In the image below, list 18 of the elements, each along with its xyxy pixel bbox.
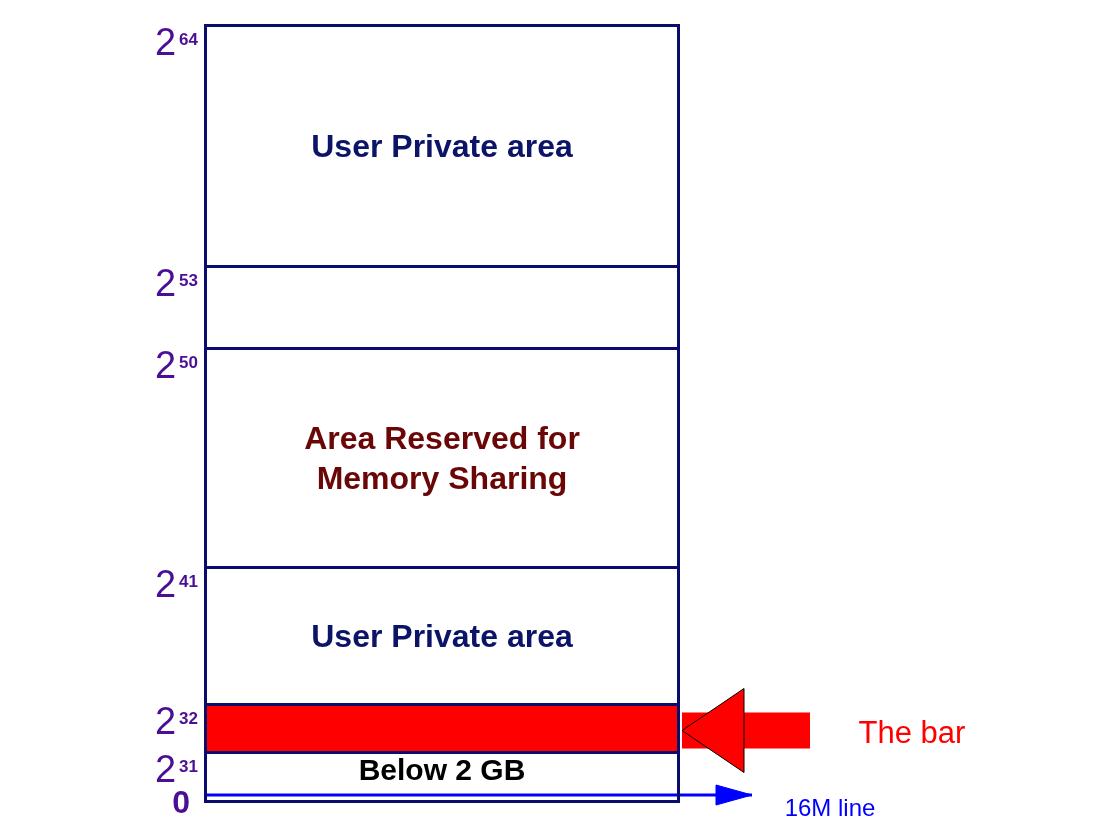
address-label: 2$^{53}$: [153, 263, 198, 303]
address-label: 2$^{50}$: [153, 345, 198, 385]
memory-segment: [204, 265, 680, 350]
segment-label: Below 2 GB: [358, 754, 526, 786]
block-arrow: [681, 688, 810, 773]
address-label: 2$^{64}$: [153, 22, 198, 62]
memory-segment: [204, 751, 680, 803]
address-label: 2$^{32}$: [153, 701, 198, 741]
arrow: [206, 784, 753, 806]
memory-segment: [204, 347, 680, 569]
segment-label: User Private area: [311, 617, 573, 656]
segment-label: User Private area: [311, 127, 573, 166]
line-label: 16M line: [755, 790, 905, 826]
segment-label: Area Reserved for Memory Sharing: [303, 419, 581, 498]
memory-bar: [204, 703, 680, 754]
callout-text: The bar: [822, 708, 1002, 758]
address-label: 2$^{41}$: [153, 564, 198, 604]
memory-segment: [204, 24, 680, 268]
